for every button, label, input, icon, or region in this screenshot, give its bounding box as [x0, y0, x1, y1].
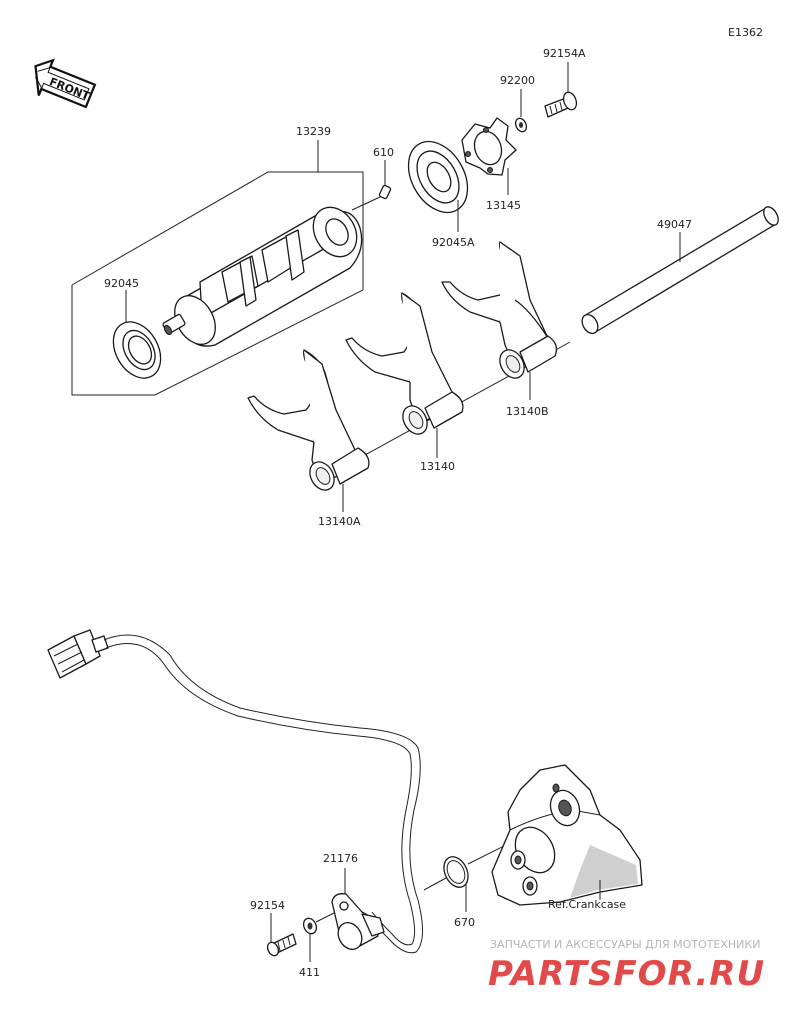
part-13140B-shift-fork: [441, 241, 558, 400]
watermark-brand: PARTSFOR.RU: [488, 954, 765, 994]
part-sensor-harness: [47, 629, 423, 954]
label-13140A: 13140A: [318, 515, 361, 528]
part-610-pin: [378, 160, 392, 200]
crankcase-reference: [491, 764, 643, 906]
part-92200-washer: [514, 89, 528, 133]
label-670: 670: [454, 916, 475, 929]
label-610: 610: [373, 146, 394, 159]
part-shift-drum: [162, 206, 363, 347]
label-21176: 21176: [323, 852, 358, 865]
part-13140A-shift-fork: [247, 349, 370, 512]
assembly-bracket-13239: [71, 140, 364, 396]
part-21176-position-sensor: [331, 868, 385, 950]
part-49047-shift-rod: [581, 206, 779, 334]
label-92154A: 92154A: [543, 47, 586, 60]
label-92154: 92154: [250, 899, 285, 912]
front-arrow-icon: FRONT: [34, 58, 97, 109]
ref-crankcase-label: Ref.Crankcase: [548, 898, 626, 911]
label-13239: 13239: [296, 125, 331, 138]
label-49047: 49047: [657, 218, 692, 231]
label-13140: 13140: [420, 460, 455, 473]
part-92154-bolt: [266, 913, 297, 957]
watermark-tagline: ЗАПЧАСТИ И АКСЕССУАРЫ ДЛЯ МОТОТЕХНИКИ: [490, 938, 760, 951]
label-411: 411: [299, 966, 320, 979]
part-13140-shift-fork: [345, 292, 464, 458]
label-13140B: 13140B: [506, 405, 549, 418]
label-92045: 92045: [104, 277, 139, 290]
part-13145-shift-drum-star: [461, 117, 517, 195]
part-411-washer: [302, 912, 335, 962]
part-92045-oil-seal: [112, 290, 162, 379]
part-92045A-bearing: [407, 140, 469, 232]
label-92045A: 92045A: [432, 236, 475, 249]
diagram-code: E1362: [728, 26, 763, 39]
part-92154A-bolt: [544, 62, 578, 118]
label-92200: 92200: [500, 74, 535, 87]
part-670-o-ring: [423, 837, 521, 912]
label-13145: 13145: [486, 199, 521, 212]
